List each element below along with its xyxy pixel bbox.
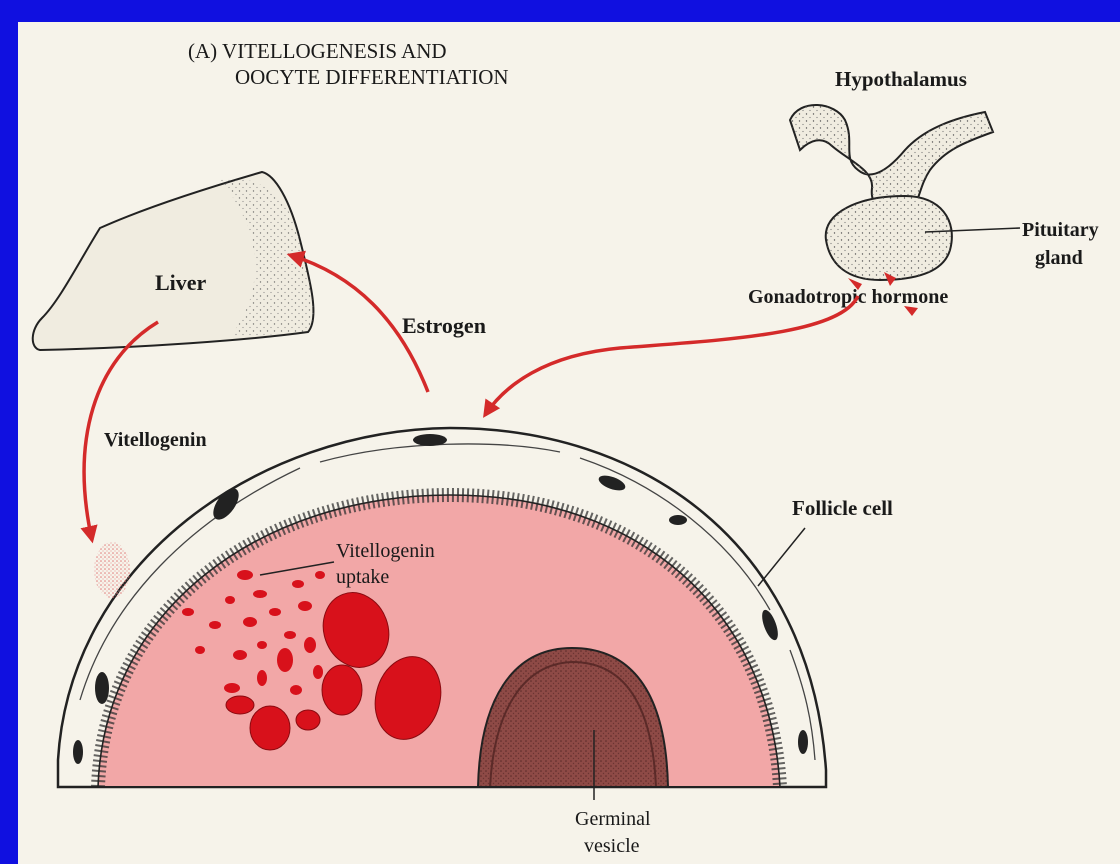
germinal-vesicle-label-line-1: Germinal xyxy=(575,808,651,830)
pituitary-label-line-1: Pituitary xyxy=(1022,219,1099,241)
uptake-label-line-2: uptake xyxy=(336,566,389,588)
vitellogenin-label: Vitellogenin xyxy=(104,429,207,451)
pituitary-label-line-2: gland xyxy=(1035,247,1083,269)
title-line-2: OOCYTE DIFFERENTIATION xyxy=(235,65,509,89)
hypothalamus-label: Hypothalamus xyxy=(835,67,967,91)
estrogen-label: Estrogen xyxy=(402,313,486,338)
germinal-vesicle-label-line-2: vesicle xyxy=(584,835,640,857)
follicle-cell-label: Follicle cell xyxy=(792,496,893,520)
uptake-label-line-1: Vitellogenin xyxy=(336,540,435,562)
liver-label: Liver xyxy=(155,270,207,295)
gonadotropic-hormone-label: Gonadotropic hormone xyxy=(748,286,948,308)
title-line-1: (A) VITELLOGENESIS AND xyxy=(188,39,447,63)
pituitary-gland-shape xyxy=(826,196,952,280)
